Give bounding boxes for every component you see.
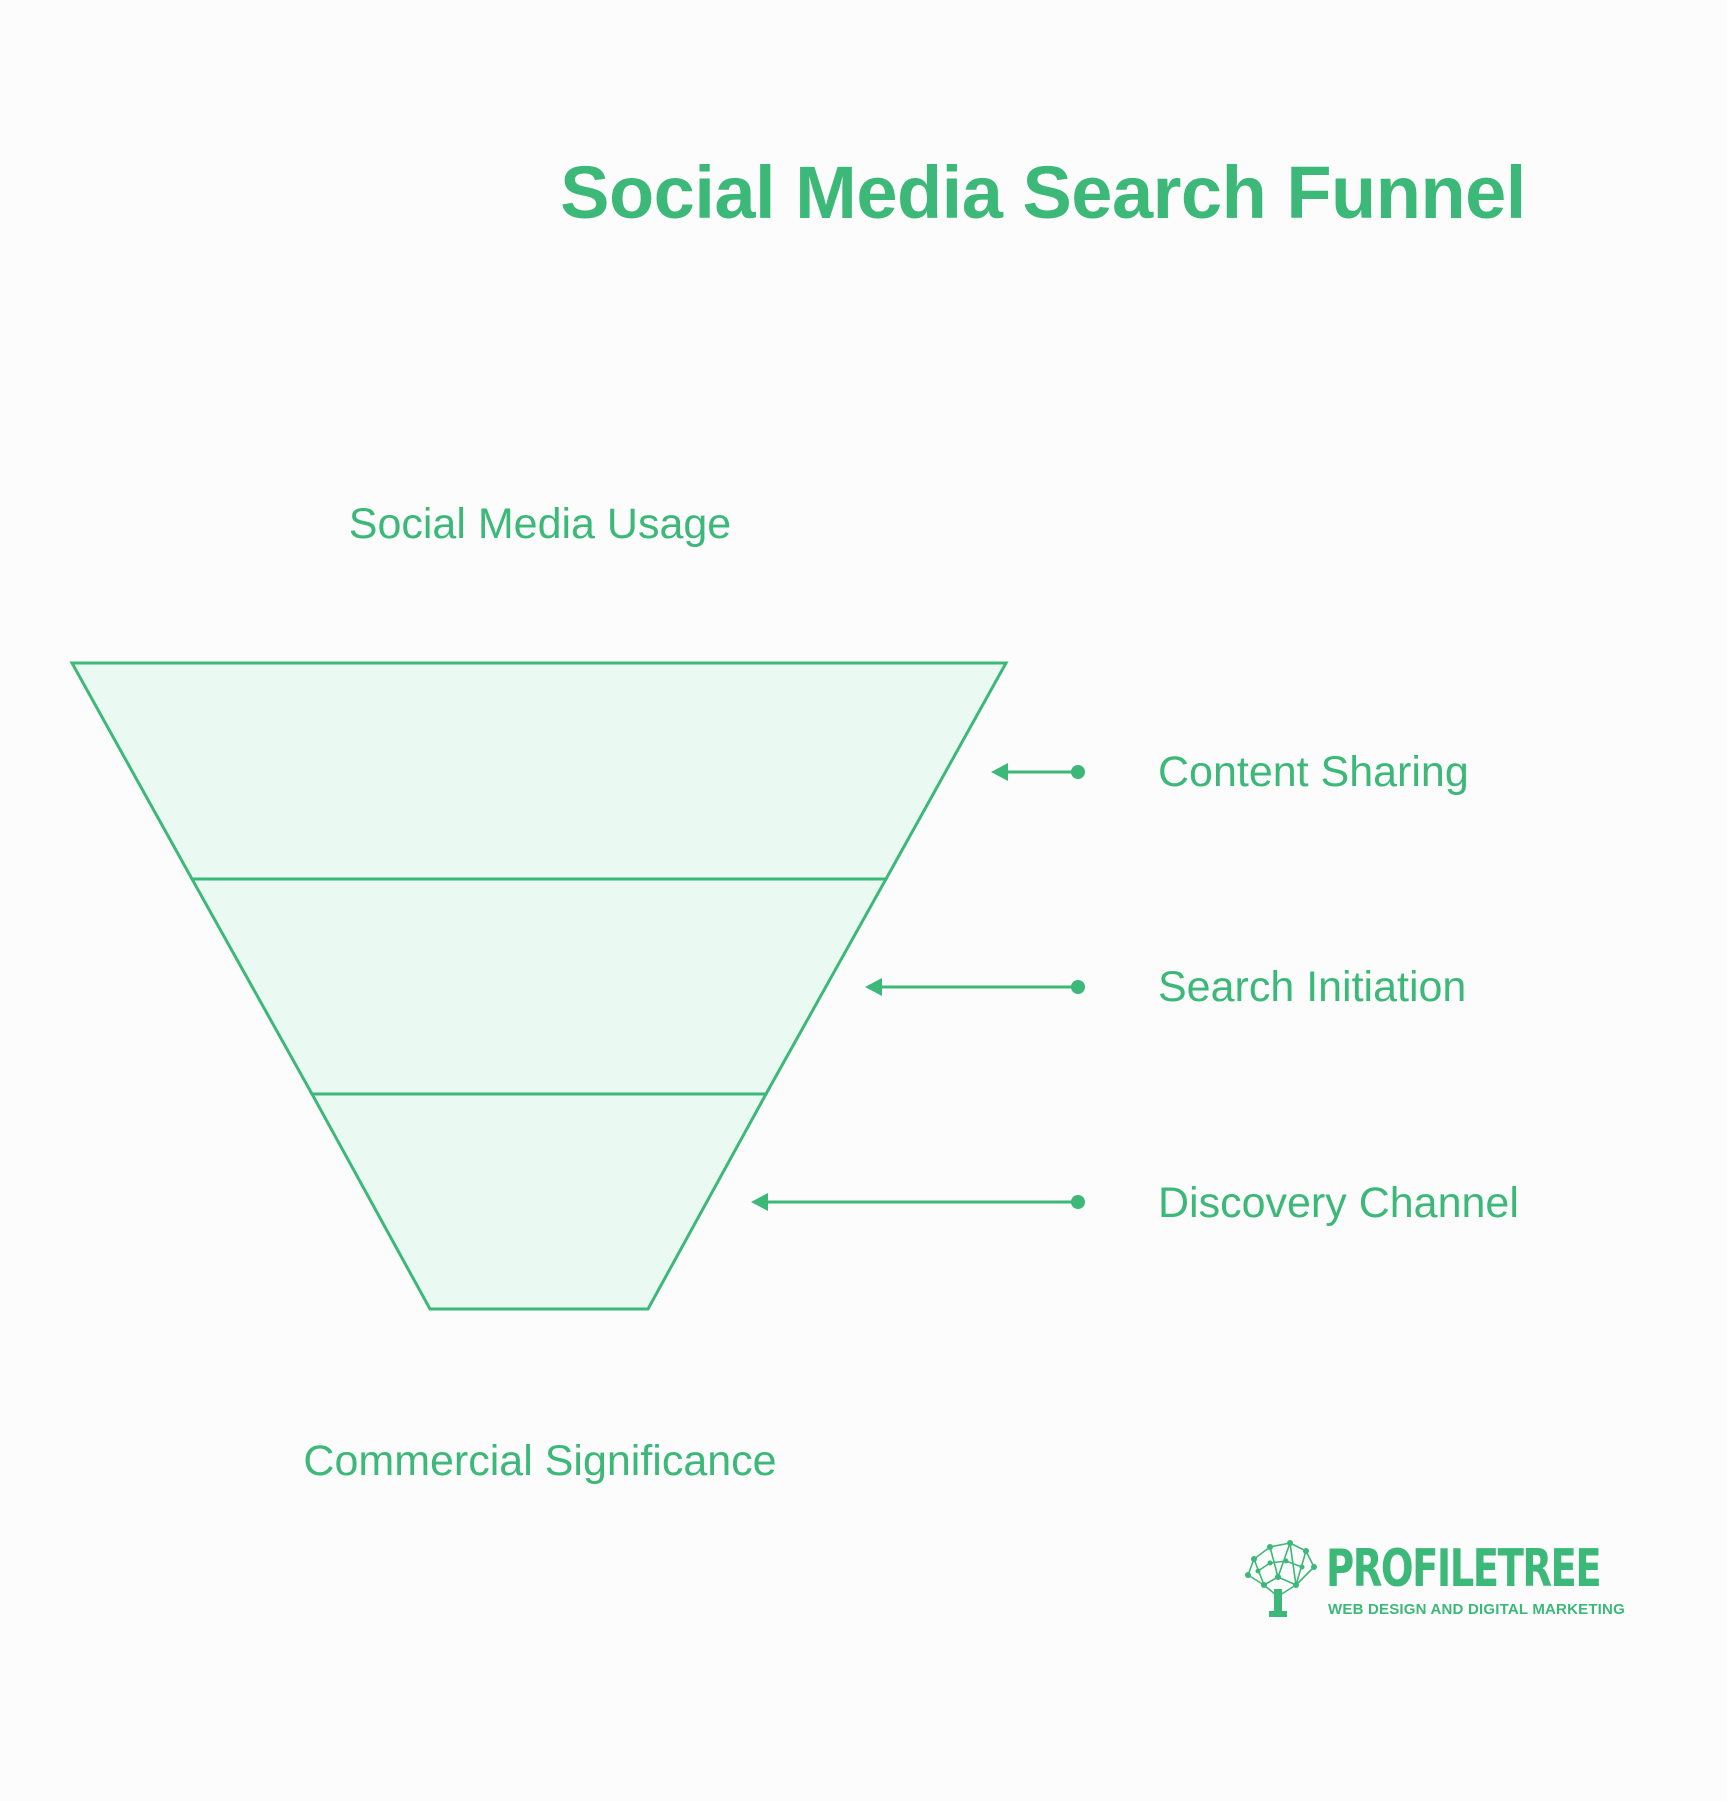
stage-label-search-initiation: Search Initiation: [1158, 963, 1467, 1011]
funnel-segment-1: [69, 661, 1009, 881]
funnel-bottom-label: Commercial Significance: [303, 1437, 777, 1485]
funnel-segment-3: [309, 1092, 769, 1311]
arrow-content-sharing: [991, 763, 1085, 781]
tree-icon: [1245, 1540, 1317, 1617]
diagram-title: Social Media Search Funnel: [560, 151, 1526, 234]
funnel-top-label: Social Media Usage: [348, 500, 732, 548]
profiletree-logo: PROFILETREE WEB DESIGN AND DIGITAL MARKE…: [1242, 1537, 1642, 1618]
logo-tagline: WEB DESIGN AND DIGITAL MARKETING: [1328, 1601, 1625, 1618]
logo-wordmark: PROFILETREE: [1326, 1539, 1602, 1599]
stage-label-content-sharing: Content Sharing: [1158, 748, 1469, 796]
arrow-discovery-channel: [751, 1193, 1085, 1211]
funnel-segment-2: [189, 877, 889, 1096]
stage-label-discovery-channel: Discovery Channel: [1158, 1179, 1519, 1227]
arrow-search-initiation: [865, 978, 1085, 996]
